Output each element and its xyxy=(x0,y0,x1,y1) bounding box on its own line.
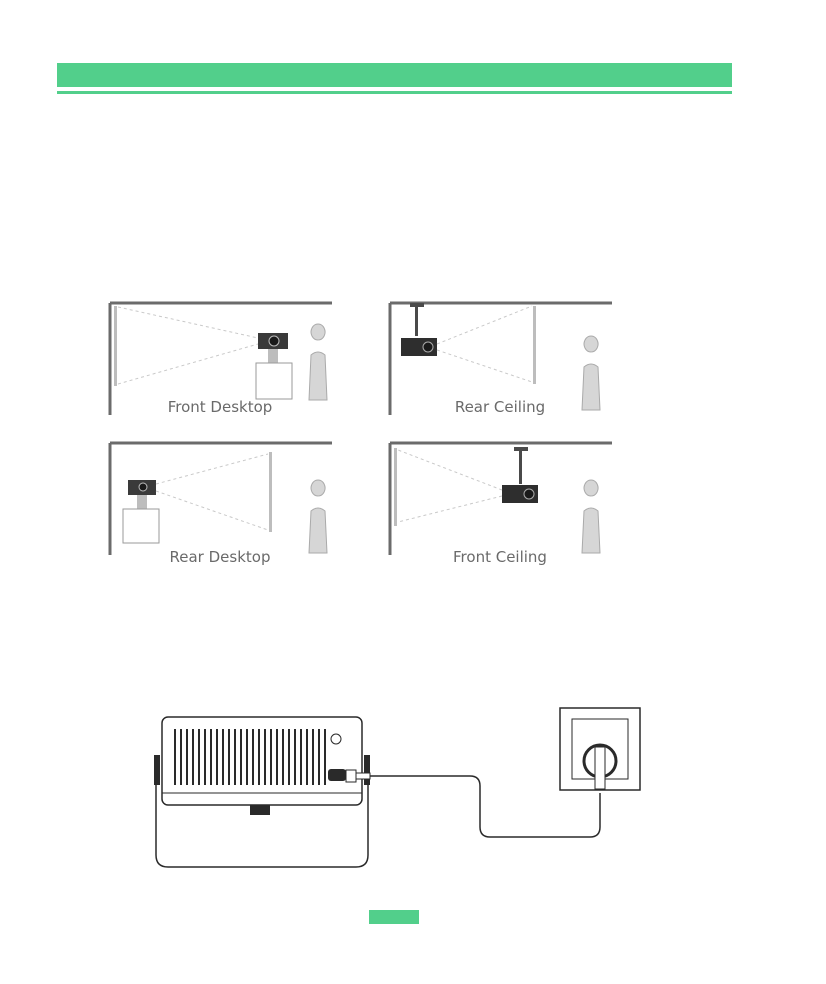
front-ceiling-diagram xyxy=(388,440,628,560)
section-header-rule xyxy=(57,91,732,94)
caption-front-ceiling: Front Ceiling xyxy=(380,548,620,566)
rear-desktop-diagram xyxy=(108,440,348,560)
power-connection-illustration xyxy=(150,705,650,875)
section-header-bar xyxy=(57,63,732,87)
page-number-tab xyxy=(369,910,419,924)
caption-rear-ceiling: Rear Ceiling xyxy=(380,398,620,416)
caption-rear-desktop: Rear Desktop xyxy=(100,548,340,566)
caption-front-desktop: Front Desktop xyxy=(100,398,340,416)
